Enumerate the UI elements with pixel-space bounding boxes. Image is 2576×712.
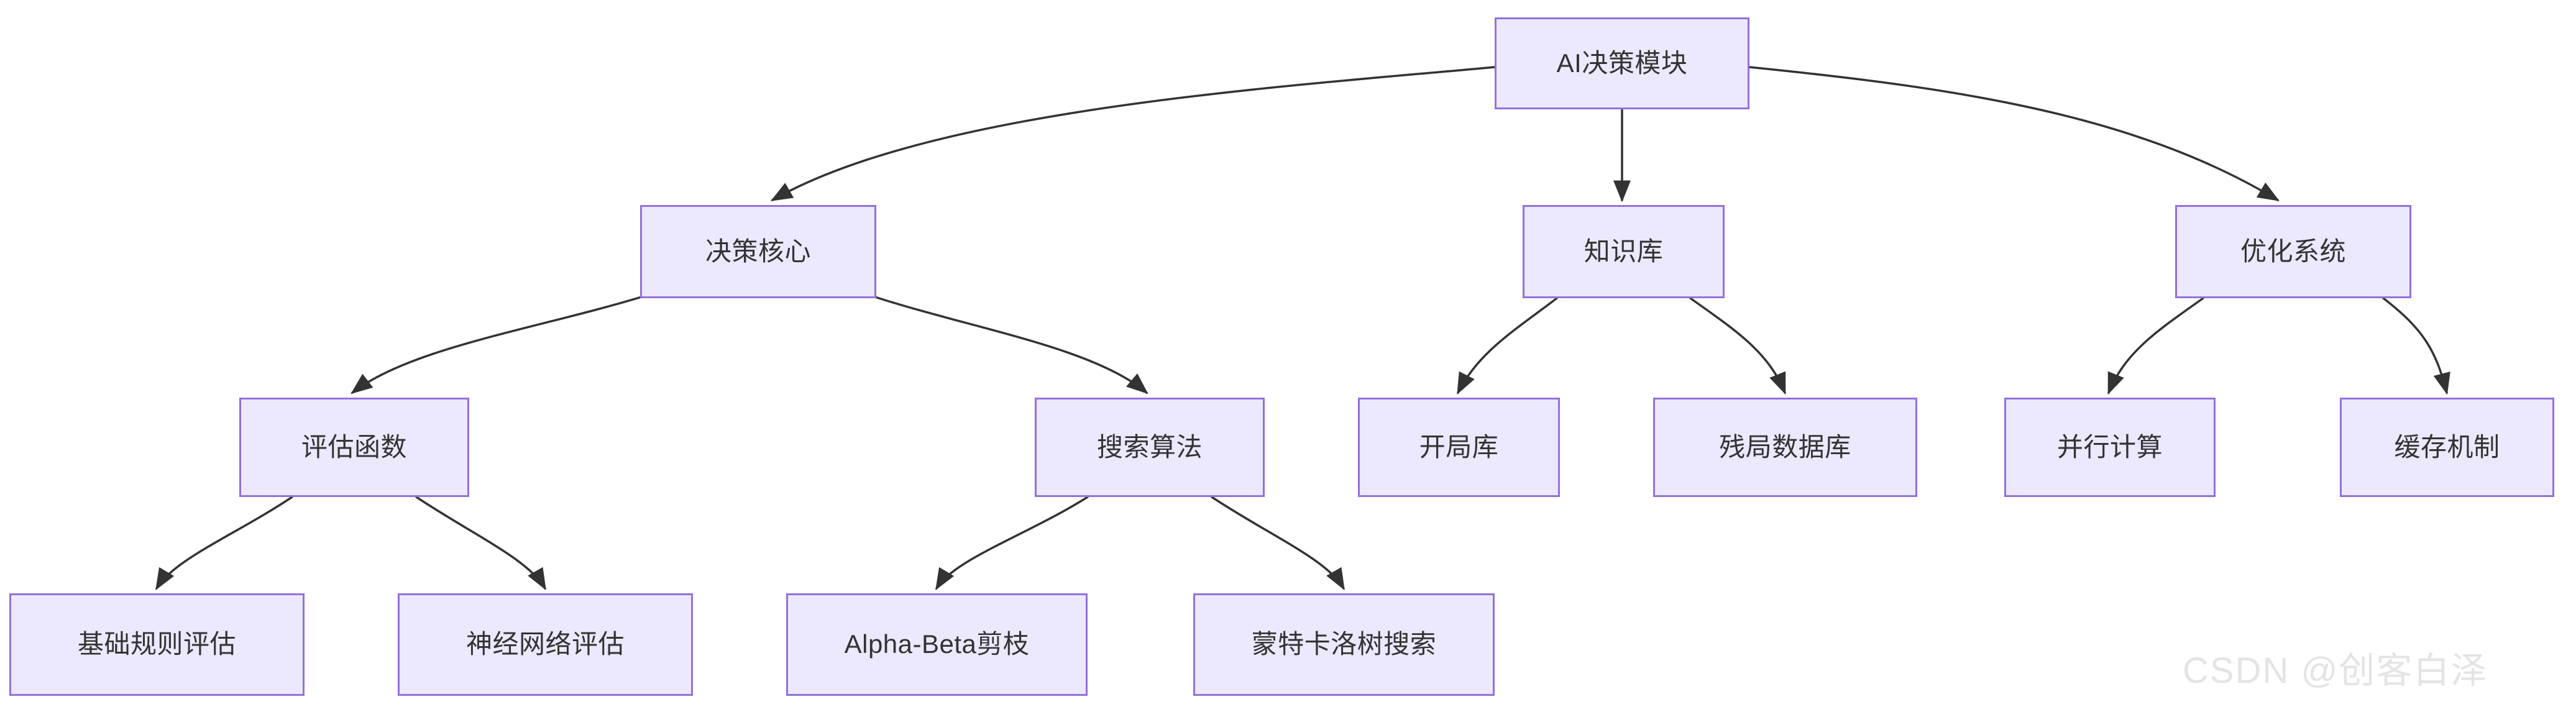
node-opening[interactable]: 开局库 bbox=[1358, 398, 1560, 497]
node-label-cache: 缓存机制 bbox=[2394, 432, 2500, 462]
node-eval[interactable]: 评估函数 bbox=[239, 398, 469, 497]
node-optimize[interactable]: 优化系统 bbox=[2175, 205, 2411, 298]
edge-knowledge-to-opening bbox=[1457, 297, 1558, 395]
node-label-opening: 开局库 bbox=[1419, 432, 1499, 462]
csdn-watermark: CSDN @创客白泽 bbox=[2183, 650, 2488, 691]
node-label-baserule: 基础规则评估 bbox=[77, 629, 236, 659]
node-mcts[interactable]: 蒙特卡洛树搜索 bbox=[1193, 593, 1495, 696]
node-label-knowledge: 知识库 bbox=[1584, 236, 1664, 266]
node-label-optimize: 优化系统 bbox=[2240, 236, 2346, 266]
node-root[interactable]: AI决策模块 bbox=[1495, 17, 1749, 109]
node-cache[interactable]: 缓存机制 bbox=[2340, 398, 2554, 497]
edge-root-to-optimize bbox=[1748, 66, 2280, 201]
edge-search-to-alphabeta bbox=[935, 496, 1089, 591]
node-knowledge[interactable]: 知识库 bbox=[1523, 205, 1725, 298]
node-alphabeta[interactable]: Alpha-Beta剪枝 bbox=[786, 593, 1088, 696]
node-label-search: 搜索算法 bbox=[1096, 432, 1203, 462]
node-label-neural: 神经网络评估 bbox=[465, 629, 625, 659]
edge-optimize-to-cache bbox=[2382, 297, 2450, 395]
node-endgame[interactable]: 残局数据库 bbox=[1653, 398, 1917, 497]
node-baserule[interactable]: 基础规则评估 bbox=[9, 593, 305, 696]
node-parallel[interactable]: 并行计算 bbox=[2004, 398, 2216, 497]
node-label-mcts: 蒙特卡洛树搜索 bbox=[1251, 629, 1437, 659]
edge-core-to-search bbox=[874, 296, 1148, 395]
node-search[interactable]: 搜索算法 bbox=[1035, 398, 1265, 497]
edge-root-to-core bbox=[770, 66, 1496, 201]
edge-knowledge-to-endgame bbox=[1689, 297, 1786, 395]
edge-eval-to-neural bbox=[415, 496, 546, 591]
node-label-parallel: 并行计算 bbox=[2056, 432, 2163, 462]
edge-core-to-eval bbox=[351, 296, 643, 395]
edge-optimize-to-parallel bbox=[2107, 297, 2204, 395]
node-label-root: AI决策模块 bbox=[1556, 48, 1688, 78]
node-label-core: 决策核心 bbox=[705, 236, 811, 266]
node-core[interactable]: 决策核心 bbox=[640, 205, 876, 298]
edge-search-to-mcts bbox=[1211, 496, 1345, 591]
edge-eval-to-baserule bbox=[155, 496, 293, 591]
node-label-alphabeta: Alpha-Beta剪枝 bbox=[844, 629, 1030, 659]
node-neural[interactable]: 神经网络评估 bbox=[398, 593, 693, 696]
node-label-eval: 评估函数 bbox=[301, 432, 407, 462]
node-label-endgame: 残局数据库 bbox=[1719, 432, 1851, 462]
